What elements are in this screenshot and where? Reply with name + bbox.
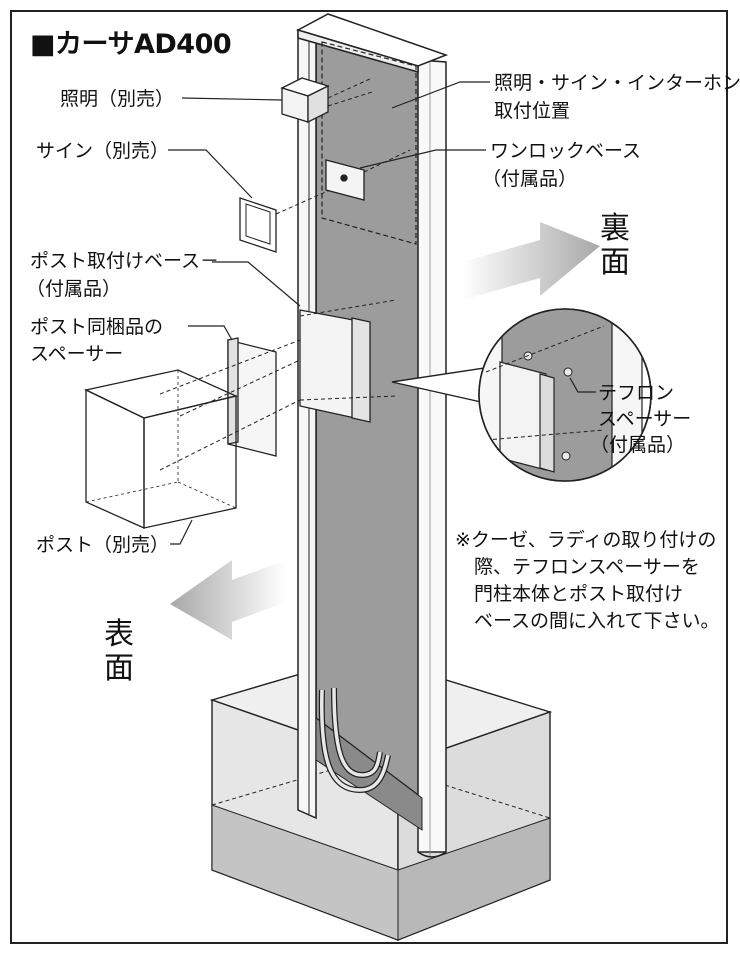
label-back-side-1: 裏 <box>600 211 630 246</box>
installation-note: ※クーゼ、ラディの取り付けの 際、テフロンスペーサーを 門柱本体とポスト取付け … <box>455 529 720 632</box>
label-front-side-2: 面 <box>104 651 134 686</box>
label-mount-position-line1: 照明・サイン・インターホン <box>494 72 740 94</box>
label-one-lock-base-line2: （付属品） <box>482 168 578 190</box>
label-back-side-2: 面 <box>600 245 630 280</box>
detail-callout <box>391 308 652 482</box>
label-post-base-line2: （付属品） <box>26 278 122 300</box>
leader-lines <box>168 81 596 545</box>
arrow-back <box>462 222 600 300</box>
label-bundled-spacer-line1: ポスト同梱品の <box>30 316 164 338</box>
post-mounting-base <box>299 299 397 423</box>
sign-plate <box>239 189 331 253</box>
lighting-box <box>280 77 373 124</box>
mailbox-post <box>84 369 239 530</box>
diagram-frame <box>10 10 728 944</box>
label-teflon-line1: テフロン <box>598 382 675 404</box>
label-lighting: 照明（別売） <box>60 88 175 110</box>
bundled-spacer <box>159 337 301 471</box>
label-teflon-line2: スペーサー <box>598 408 692 430</box>
label-teflon-line3: （付属品） <box>590 434 686 456</box>
diagram-title: ■カーサAD400 <box>30 29 232 60</box>
label-front-side-1: 表 <box>104 617 134 652</box>
gate-post <box>296 13 449 858</box>
one-lock-base <box>325 149 411 201</box>
label-sign: サイン（別売） <box>36 140 170 162</box>
label-post: ポスト（別売） <box>36 534 170 556</box>
arrow-front <box>170 560 286 640</box>
label-bundled-spacer-line2: スペーサー <box>30 343 124 365</box>
label-post-base-line1: ポスト取付けベース－ <box>30 250 220 272</box>
label-one-lock-base-line1: ワンロックベース <box>490 140 642 162</box>
label-mount-position-line2: 取付位置 <box>494 100 571 122</box>
